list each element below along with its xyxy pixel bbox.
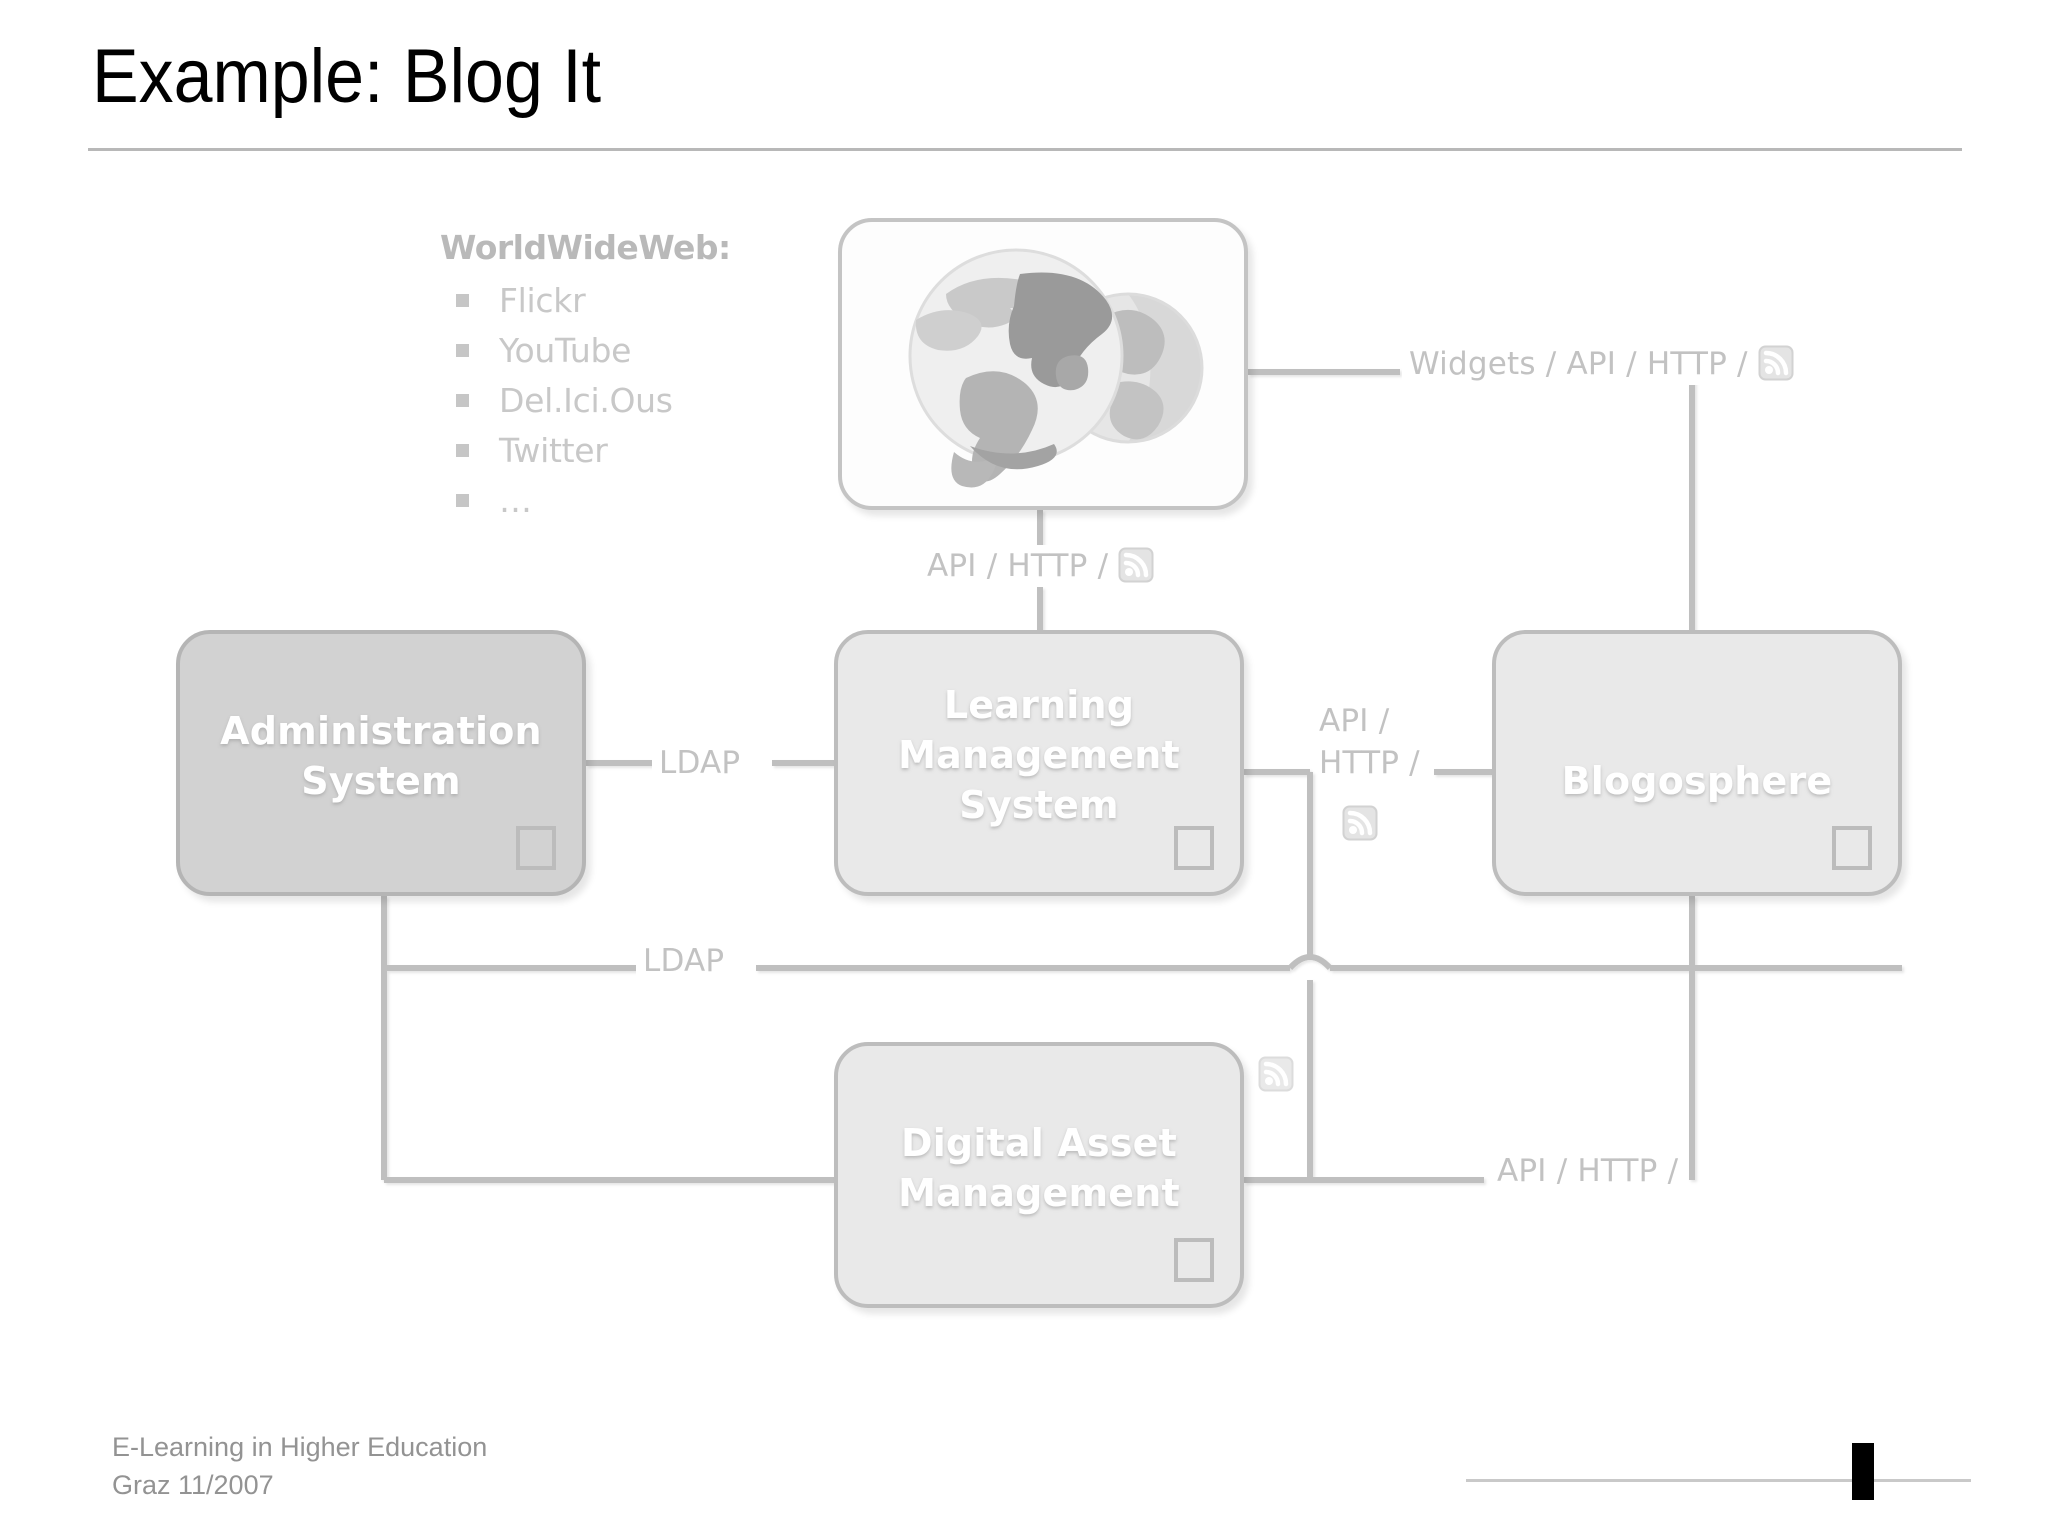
node-blogosphere[interactable]: Blogosphere	[1492, 630, 1902, 896]
rss-icon	[1258, 1056, 1294, 1092]
connection-label-api-http-right: API / HTTP /	[1319, 703, 1420, 781]
worldwideweb-list: WorldWideWeb: Flickr YouTube Del.Ici.Ous…	[440, 228, 860, 525]
connection-label-ldap-admin-blogosphere: LDAP	[636, 940, 732, 982]
node-administration-system[interactable]: Administration System	[176, 630, 586, 896]
bullet-icon	[456, 343, 469, 357]
globe-icon	[908, 248, 1204, 488]
rss-icon	[1758, 345, 1794, 381]
list-item-label: Del.Ici.Ous	[499, 380, 673, 420]
bullet-icon	[456, 493, 469, 507]
corner-square-icon	[516, 826, 556, 870]
list-item-label: Twitter	[499, 430, 608, 470]
node-label: Digital Asset Management	[898, 1121, 1180, 1215]
footer-event: E-Learning in Higher Education	[112, 1432, 488, 1462]
list-item: …	[440, 475, 860, 525]
connection-label-widgets-api-http: Widgets / API / HTTP /	[1402, 343, 1801, 385]
connection-label-ldap-admin-lms: LDAP	[652, 742, 748, 784]
list-item: YouTube	[440, 325, 860, 375]
list-item-label: YouTube	[499, 330, 632, 370]
corner-square-icon	[1832, 826, 1872, 870]
node-learning-management-system[interactable]: Learning Management System	[834, 630, 1244, 896]
node-label: Blogosphere	[1561, 759, 1833, 803]
bullet-icon	[456, 293, 469, 307]
title-divider	[88, 148, 1962, 151]
node-worldwideweb[interactable]	[838, 218, 1248, 510]
connection-label-api-http-top: API / HTTP /	[920, 545, 1162, 587]
bullet-icon	[456, 393, 469, 407]
list-item-label: Flickr	[499, 280, 586, 320]
progress-bar-track[interactable]	[1466, 1479, 1971, 1482]
corner-square-icon	[1174, 826, 1214, 870]
list-item: Twitter	[440, 425, 860, 475]
slide-footer: E-Learning in Higher Education Graz 11/2…	[112, 1428, 487, 1504]
list-item: Flickr	[440, 275, 860, 325]
node-label: Learning Management System	[898, 683, 1180, 827]
footer-date: Graz 11/2007	[112, 1470, 274, 1500]
bullet-icon	[456, 443, 469, 457]
page-title: Example: Blog It	[92, 34, 602, 119]
rss-icon	[1118, 547, 1154, 583]
worldwideweb-heading: WorldWideWeb:	[440, 228, 731, 267]
rss-icon	[1342, 805, 1378, 841]
node-label: Administration System	[220, 709, 542, 803]
progress-bar-marker[interactable]	[1852, 1443, 1874, 1500]
connection-label-api-http-bottom: API / HTTP /	[1490, 1150, 1686, 1192]
corner-square-icon	[1174, 1238, 1214, 1282]
list-item: Del.Ici.Ous	[440, 375, 860, 425]
node-digital-asset-management[interactable]: Digital Asset Management	[834, 1042, 1244, 1308]
list-item-label: …	[499, 480, 532, 520]
